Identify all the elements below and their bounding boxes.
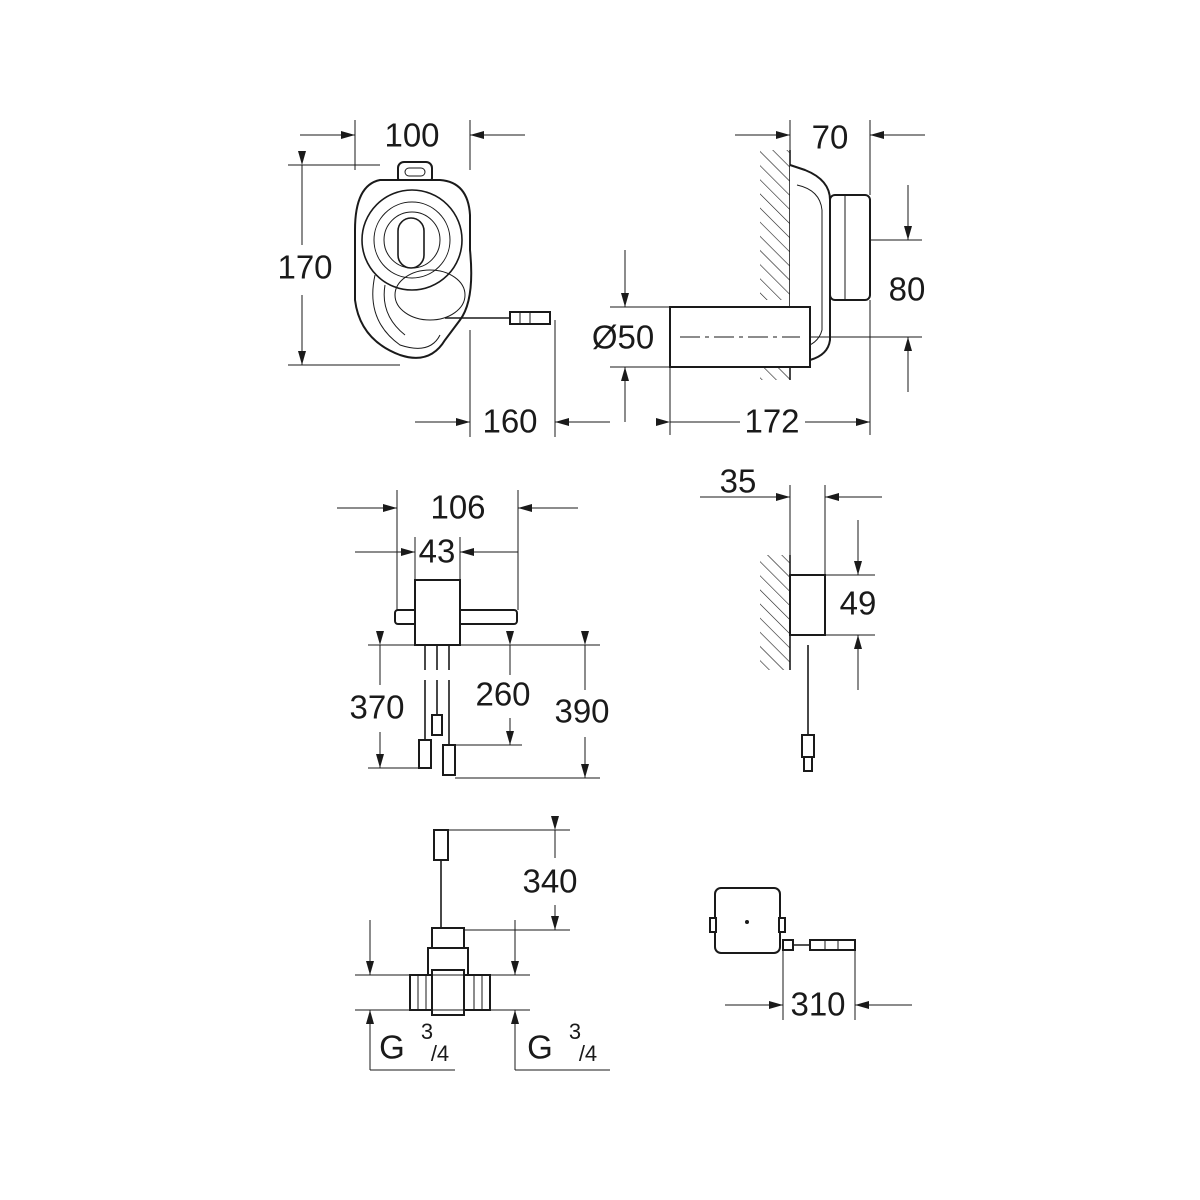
siphon-front-view: 100 170 160: [277, 117, 610, 440]
power-supply-box: 310: [709, 887, 912, 1023]
dim-pipe-diameter: Ø50: [592, 319, 654, 356]
dim-outlet-height: 80: [889, 271, 926, 308]
dim-siphon-width: 100: [384, 117, 439, 154]
dim-cable-370: 370: [349, 689, 404, 726]
dim-siphon-height: 170: [277, 249, 332, 286]
thread-right-label: G: [527, 1029, 553, 1066]
dim-siphon-depth: 70: [812, 119, 849, 156]
sensor-side-view: 35 49: [700, 463, 882, 772]
dim-siphon-cable: 160: [482, 403, 537, 440]
dim-valve-cable: 340: [522, 863, 577, 900]
dim-cable-260: 260: [475, 676, 530, 713]
dim-bar-width: 106: [430, 489, 485, 526]
solenoid-valve: 340 G 3 /4 G 3 /4: [355, 816, 610, 1071]
siphon-side-view: 70 80 Ø50 172: [585, 119, 925, 440]
dim-power-cable: 310: [790, 986, 845, 1023]
dim-pipe-length: 172: [744, 403, 799, 440]
dim-sensor-depth: 35: [720, 463, 757, 500]
thread-right-denominator: /4: [579, 1041, 597, 1066]
thread-left-numerator: 3: [421, 1019, 433, 1044]
dim-sensor-height: 49: [840, 585, 877, 622]
dim-cable-390: 390: [554, 693, 609, 730]
sensor-front-view: 106 43 370 260 390: [337, 489, 610, 779]
thread-left-denominator: /4: [431, 1041, 449, 1066]
dim-box-width: 43: [419, 533, 456, 570]
thread-left-label: G: [379, 1029, 405, 1066]
thread-right-numerator: 3: [569, 1019, 581, 1044]
